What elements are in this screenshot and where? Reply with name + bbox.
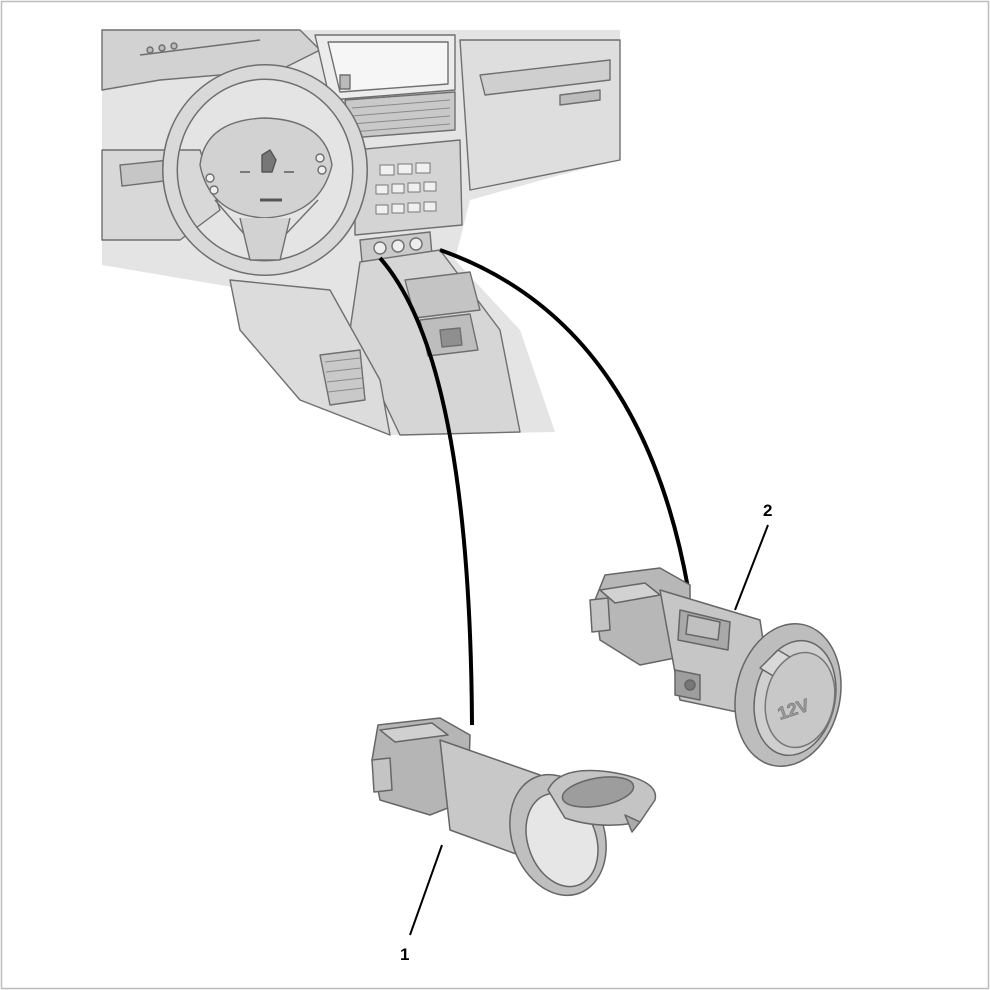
socket-1-socket: [371, 717, 657, 897]
callouts: 1 2: [400, 501, 772, 964]
socket-2-12v-socket: 12V: [589, 567, 842, 768]
callout-line-1: [409, 844, 443, 936]
steering-wheel: [162, 64, 368, 276]
leader-line-socket-2: [439, 248, 690, 589]
callout-label-1: 1: [400, 945, 409, 964]
callout-line-2: [734, 524, 769, 611]
brand-logo-icon: [261, 149, 277, 173]
callout-label-2: 2: [763, 501, 772, 520]
leader-line-socket-1: [378, 256, 474, 726]
leader-lines: [378, 248, 690, 726]
dashboard-illustration: [101, 29, 621, 436]
